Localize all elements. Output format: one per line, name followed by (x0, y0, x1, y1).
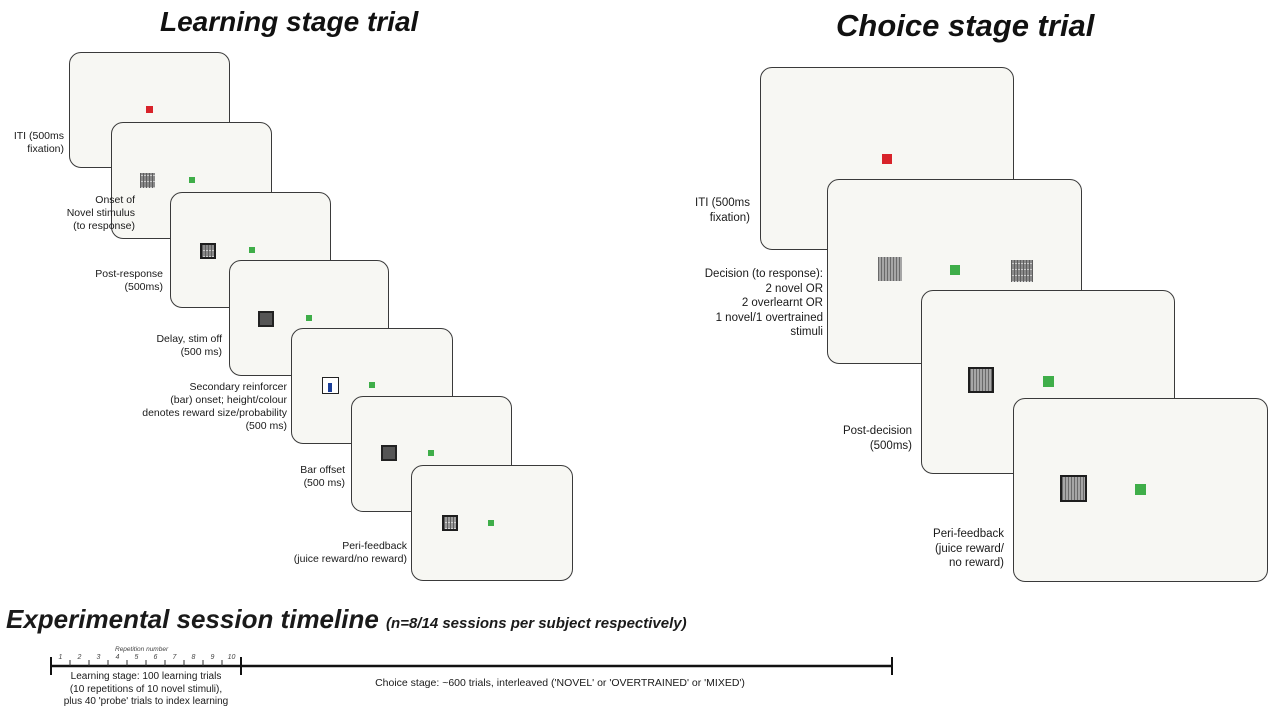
learning-label-delay: Delay, stim off(500 ms) (156, 333, 222, 358)
timeline-subtitle: (n=8/14 sessions per subject respectivel… (386, 615, 687, 632)
reinforcer-bar-frame (322, 377, 339, 394)
choice-label-peri-feedback: Peri-feedback(juice reward/no reward) (933, 528, 1004, 569)
choice-screen-peri-feedback (1013, 398, 1268, 582)
repetition-number: 7 (172, 654, 177, 661)
repetition-number: 10 (227, 654, 236, 661)
timeline-title: Experimental session timeline (n=8/14 se… (6, 604, 687, 635)
repetition-number: 8 (191, 654, 196, 661)
green-fixation-square (306, 315, 312, 321)
right-choice-stimulus (1011, 260, 1033, 282)
green-fixation-square (428, 450, 434, 456)
green-fixation-square (1043, 376, 1054, 387)
learning-stage-title: Learning stage trial (160, 6, 419, 37)
timeline-title-text: Experimental session timeline (6, 604, 379, 634)
green-fixation-square (1135, 484, 1146, 495)
red-fixation-square (882, 154, 892, 164)
choice-stage-title: Choice stage trial (836, 8, 1095, 43)
green-fixation-square (488, 520, 494, 526)
learning-label-post-response: Post-response(500ms) (95, 268, 163, 293)
green-fixation-square (950, 265, 960, 275)
red-fixation-square (146, 106, 153, 113)
left-choice-stimulus (878, 257, 902, 281)
learning-label-secondary-reinforcer: Secondary reinforcer(bar) onset; height/… (142, 381, 287, 432)
reinforcer-bar (328, 383, 332, 392)
repetition-ticks (69, 660, 223, 666)
green-fixation-square (189, 177, 195, 183)
choice-stage-description: Choice stage: ~600 trials, interleaved (… (375, 677, 745, 689)
green-fixation-square (249, 247, 255, 253)
repetition-number: 6 (153, 654, 158, 661)
learning-label-peri-feedback: Peri-feedback(juice reward/no reward) (293, 540, 407, 565)
stimulus-off-square (258, 311, 274, 327)
chosen-stimulus (1060, 475, 1087, 502)
selected-stimulus (200, 243, 216, 259)
repetition-number: 5 (134, 654, 139, 661)
learning-screen-peri-feedback (411, 465, 573, 581)
repetition-number: 9 (210, 654, 215, 661)
learning-stage-description: Learning stage: 100 learning trials (10 … (63, 671, 229, 707)
choice-label-post-decision: Post-decision(500ms) (842, 425, 912, 452)
stimulus-square (442, 515, 458, 531)
green-fixation-square (369, 382, 375, 388)
chosen-stimulus (968, 367, 994, 393)
stimulus-square (381, 445, 397, 461)
repetition-number: 1 (58, 654, 63, 661)
timeline-axis (50, 657, 893, 675)
novel-stimulus (140, 173, 155, 188)
repetition-number: 4 (115, 654, 120, 661)
learning-label-bar-offset: Bar offset(500 ms) (300, 464, 345, 489)
repetition-number: 3 (96, 654, 101, 661)
repetition-number: 2 (77, 654, 82, 661)
repetition-number-label: Repetition number (115, 646, 169, 653)
